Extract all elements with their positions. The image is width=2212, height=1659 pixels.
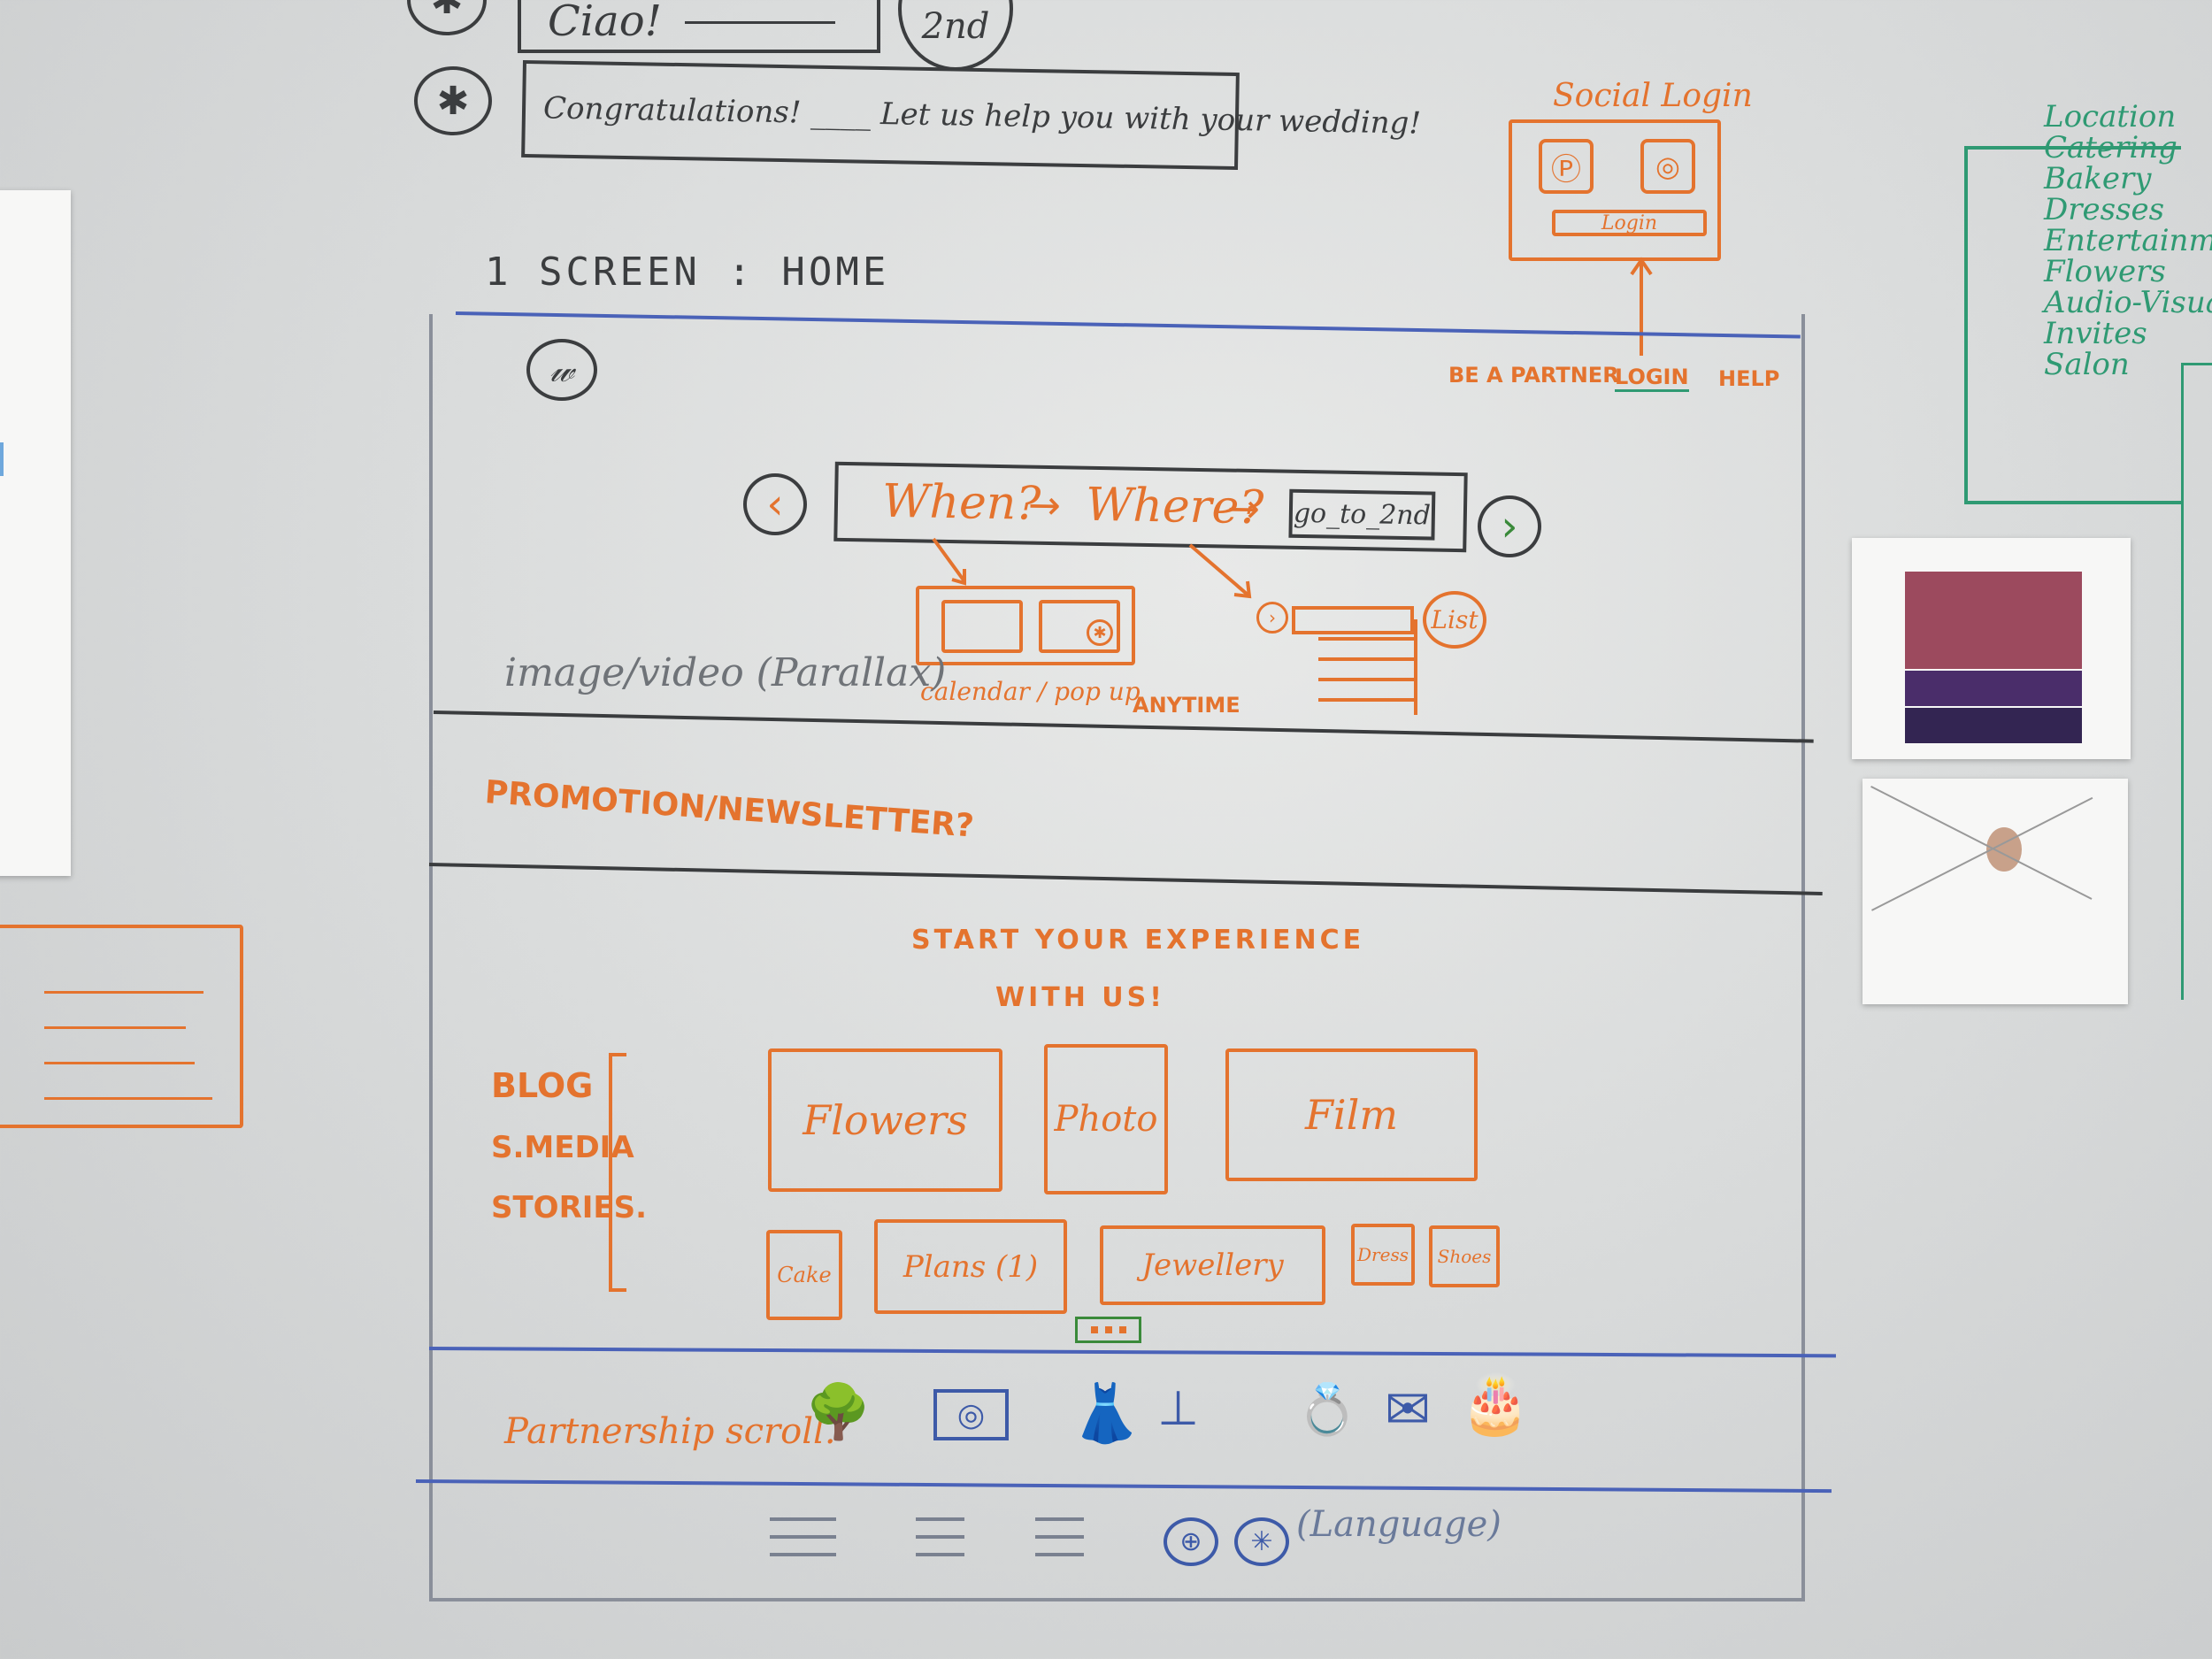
ring-icon[interactable]: 💍 xyxy=(1296,1381,1358,1439)
calendar-month-right[interactable]: ✱ xyxy=(1039,600,1120,653)
experience-heading-2: WITH US! xyxy=(995,982,1165,1013)
category-item: Audio-Visual xyxy=(2044,285,2212,320)
congrats-text: Congratulations! ____ Let us help you wi… xyxy=(542,90,1422,142)
tile-plans[interactable]: Plans (1) xyxy=(874,1219,1067,1314)
instagram-button[interactable]: ◎ xyxy=(1640,139,1695,194)
camera-icon[interactable]: ◎ xyxy=(933,1389,1009,1440)
category-item: Location xyxy=(2044,99,2177,134)
cake-icon[interactable]: 🎂 xyxy=(1460,1372,1531,1438)
social-login-panel: Ⓟ ◎ Login xyxy=(1509,119,1721,261)
list-rows xyxy=(1318,637,1416,718)
tile-jewellery[interactable]: Jewellery xyxy=(1100,1225,1325,1305)
footer-menu-icon[interactable] xyxy=(1035,1517,1084,1556)
language-selector[interactable]: (Language) xyxy=(1296,1504,1502,1545)
calendar-month-left[interactable] xyxy=(941,600,1023,653)
dropdown-toggle-icon[interactable]: › xyxy=(1256,602,1288,634)
right-edge-sketch xyxy=(2181,363,2212,1000)
prev-arrow-button[interactable]: ‹ xyxy=(743,473,807,535)
second-screen-tag: 2nd xyxy=(898,0,1013,71)
tile-photo[interactable]: Photo xyxy=(1044,1044,1168,1194)
category-item: Dresses xyxy=(2044,192,2165,227)
side-label-bracket xyxy=(609,1053,626,1292)
side-label[interactable]: BLOG xyxy=(491,1066,594,1105)
pinterest-button[interactable]: Ⓟ xyxy=(1539,139,1594,194)
empathy-map-paper xyxy=(1863,779,2128,1004)
social-login-button-label: Login xyxy=(1601,211,1658,234)
location-list-dropdown[interactable] xyxy=(1292,606,1414,634)
list-view-label: List xyxy=(1431,605,1479,634)
persona-chart-paper xyxy=(1852,538,2131,759)
where-connector-arrow xyxy=(1188,543,1252,599)
tile-flowers[interactable]: Flowers xyxy=(768,1048,1002,1192)
arrow-icon: → xyxy=(1226,486,1261,533)
side-label[interactable]: STORIES. xyxy=(491,1190,648,1225)
screen-label: 1 SCREEN : HOME xyxy=(485,250,890,295)
tile-dress[interactable]: Dress xyxy=(1351,1224,1415,1286)
category-item: Salon xyxy=(2044,347,2130,382)
asterisk-bullet-2: ✱ xyxy=(414,66,492,135)
tile-cake[interactable]: Cake xyxy=(766,1230,842,1320)
uk-flag-icon[interactable]: ✳ xyxy=(1234,1517,1289,1566)
tree-icon[interactable]: 🌳 xyxy=(805,1381,872,1443)
partnership-label: Partnership scroll. xyxy=(504,1411,836,1452)
tile-film[interactable]: Film xyxy=(1225,1048,1478,1181)
italy-flag-icon[interactable]: ⊕ xyxy=(1164,1517,1218,1566)
login-arrow xyxy=(1630,257,1653,356)
tile-shoes[interactable]: Shoes xyxy=(1429,1225,1500,1287)
category-item: Invites xyxy=(2044,316,2147,351)
second-screen-text: 2nd xyxy=(921,6,990,47)
go-to-second-label: go_to_2nd xyxy=(1293,497,1432,532)
category-bracket xyxy=(1964,146,2181,504)
footer-menu-icon[interactable] xyxy=(916,1517,964,1556)
category-list: Location Catering Bakery Dresses Enterta… xyxy=(2044,102,2212,380)
calendar-popup[interactable]: ✱ xyxy=(916,586,1135,665)
left-orange-sketch xyxy=(0,925,243,1128)
carousel-pagination[interactable] xyxy=(1075,1317,1141,1343)
nav-help[interactable]: HELP xyxy=(1718,366,1780,391)
pagination-dot[interactable] xyxy=(1090,1326,1098,1333)
nav-login[interactable]: LOGIN xyxy=(1615,365,1689,392)
site-logo-icon[interactable]: 𝓌 xyxy=(526,339,597,401)
list-view-button[interactable]: List xyxy=(1423,591,1486,649)
envelope-icon[interactable]: ✉ xyxy=(1385,1377,1431,1441)
social-login-title: Social Login xyxy=(1553,78,1753,114)
left-paper xyxy=(0,190,71,876)
anytime-label[interactable]: ANYTIME xyxy=(1133,693,1240,718)
when-step[interactable]: When? xyxy=(881,474,1041,531)
next-arrow-button[interactable]: › xyxy=(1478,495,1541,557)
category-item: Flowers xyxy=(2044,254,2166,289)
pagination-dot[interactable] xyxy=(1118,1326,1126,1333)
go-to-second-button[interactable]: go_to_2nd xyxy=(1288,488,1436,541)
ciao-note: Ciao! xyxy=(518,0,880,53)
nav-be-partner[interactable]: BE A PARTNER xyxy=(1448,363,1619,388)
calendar-popup-label: calendar / pop up xyxy=(920,677,1141,706)
partner-icons: 🌳 ◎ 👗 ⊥ 💍 ✉ 🎂 xyxy=(796,1372,1531,1460)
asterisk-bullet-1: ✱ xyxy=(407,0,487,35)
wireframe-frame xyxy=(429,314,1805,1601)
when-connector-arrow xyxy=(932,537,966,586)
ciao-text: Ciao! xyxy=(548,0,662,46)
anytime-asterisk-icon[interactable]: ✱ xyxy=(1087,619,1113,646)
category-item: Catering xyxy=(2044,130,2177,165)
arrow-icon: → xyxy=(1027,482,1062,529)
footer-menu-icon[interactable] xyxy=(770,1517,836,1556)
congrats-note: Congratulations! ____ Let us help you wi… xyxy=(521,59,1421,171)
category-item: Bakery xyxy=(2044,161,2152,196)
dress-icon[interactable]: 👗 xyxy=(1071,1381,1141,1447)
social-login-button[interactable]: Login xyxy=(1552,210,1707,236)
pagination-dot[interactable] xyxy=(1104,1326,1112,1333)
podium-icon[interactable]: ⊥ xyxy=(1157,1380,1200,1436)
category-item: Entertainment xyxy=(2044,223,2212,258)
experience-heading-1: START YOUR EXPERIENCE xyxy=(911,925,1365,956)
hero-media-label: image/video (Parallax) xyxy=(504,650,947,695)
